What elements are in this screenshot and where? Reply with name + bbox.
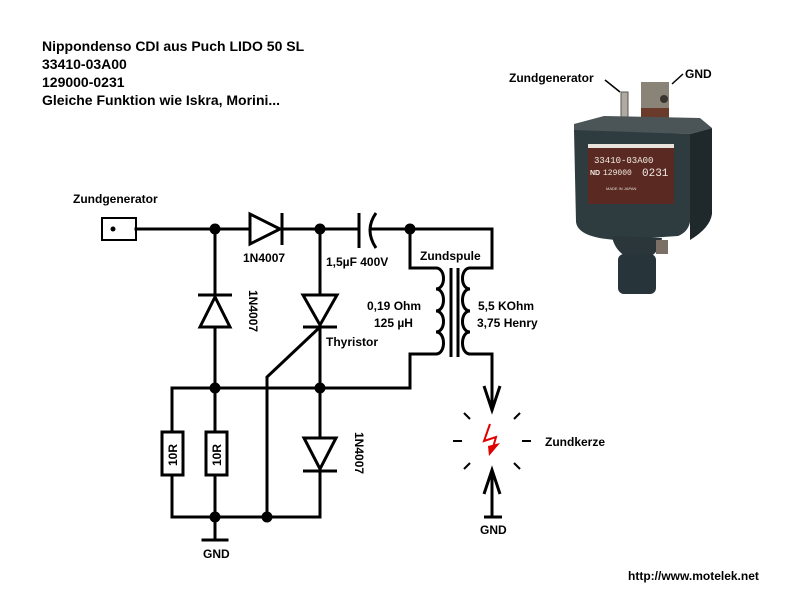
- diode-shunt-label: 1N4007: [246, 290, 260, 332]
- resistor-1: [160, 430, 185, 477]
- output-tower: [618, 254, 656, 294]
- diode-bottom: [301, 436, 339, 473]
- title-line-3: 129000-0231: [42, 74, 125, 90]
- junction: [209, 382, 221, 394]
- input-terminal: [101, 217, 137, 241]
- ignition-coil: [435, 266, 471, 357]
- resistor-1-label: 10R: [166, 444, 180, 466]
- photo-generator-leader: [604, 79, 621, 93]
- body-top: [574, 116, 712, 134]
- photo-ground-label: GND: [685, 67, 712, 81]
- spark-icon: [482, 423, 500, 456]
- part-number-2: 129000: [603, 169, 632, 178]
- junction: [261, 511, 273, 523]
- electrode-bottom-arrow: [482, 465, 502, 495]
- title-block: Nippondenso CDI aus Puch LIDO 50 SL 3341…: [42, 37, 304, 109]
- resistor-2-label: 10R: [210, 444, 224, 466]
- lug-hole: [660, 95, 668, 103]
- photo-generator-label: Zundgenerator: [509, 71, 594, 85]
- junction: [209, 511, 221, 523]
- junction: [404, 223, 416, 235]
- title-line-1: Nippondenso CDI aus Puch LIDO 50 SL: [42, 38, 305, 54]
- coil-label: Zundspule: [420, 249, 481, 263]
- diode-series: [248, 211, 284, 247]
- capacitor: [357, 212, 378, 249]
- thyristor: [300, 293, 340, 329]
- cdi-photo: 33410-03A00 ND 129000 0231 MADE IN JAPAN: [574, 82, 712, 294]
- ground-label: GND: [203, 547, 230, 561]
- part-number-3: 0231: [642, 168, 669, 180]
- body-neck: [612, 236, 662, 258]
- diode-shunt: [197, 293, 233, 329]
- junctions: [209, 223, 416, 523]
- input-label: Zundgenerator: [73, 192, 158, 206]
- spark-plug-label: Zundkerze: [545, 435, 605, 449]
- website-url[interactable]: http://www.motelek.net: [628, 569, 759, 583]
- made-in-text: MADE IN JAPAN: [606, 186, 636, 191]
- primary-inductance-label: 125 µH: [374, 316, 413, 330]
- secondary-inductance-label: 3,75 Henry: [477, 316, 538, 330]
- spark-ground-label: GND: [480, 523, 507, 537]
- diode-bottom-label: 1N4007: [352, 432, 366, 474]
- spark-plug: [482, 385, 502, 519]
- part-label-border: [588, 144, 674, 148]
- part-number-1: 33410-03A00: [594, 156, 653, 166]
- secondary-winding: [461, 266, 471, 356]
- junction: [314, 223, 326, 235]
- thyristor-label: Thyristor: [326, 335, 378, 349]
- photo-ground-leader: [671, 73, 684, 85]
- primary-winding: [435, 266, 445, 356]
- spark-rays: [453, 412, 531, 470]
- resistor-2: [204, 430, 229, 477]
- body-side: [690, 128, 712, 240]
- part-logo: ND: [590, 170, 600, 177]
- wire-thyristor-gate: [265, 324, 323, 519]
- title-line-4: Gleiche Funktion wie Iskra, Morini...: [42, 92, 281, 108]
- junction: [314, 382, 326, 394]
- secondary-resistance-label: 5,5 KOhm: [478, 299, 534, 313]
- mount-tab: [656, 240, 668, 254]
- primary-resistance-label: 0,19 Ohm: [367, 299, 421, 313]
- title-line-2: 33410-03A00: [42, 56, 127, 72]
- terminal-dot: [110, 226, 116, 232]
- part-label: [588, 144, 674, 204]
- junction: [209, 223, 221, 235]
- diode-series-label: 1N4007: [243, 251, 285, 265]
- capacitor-label: 1,5µF 400V: [326, 255, 388, 269]
